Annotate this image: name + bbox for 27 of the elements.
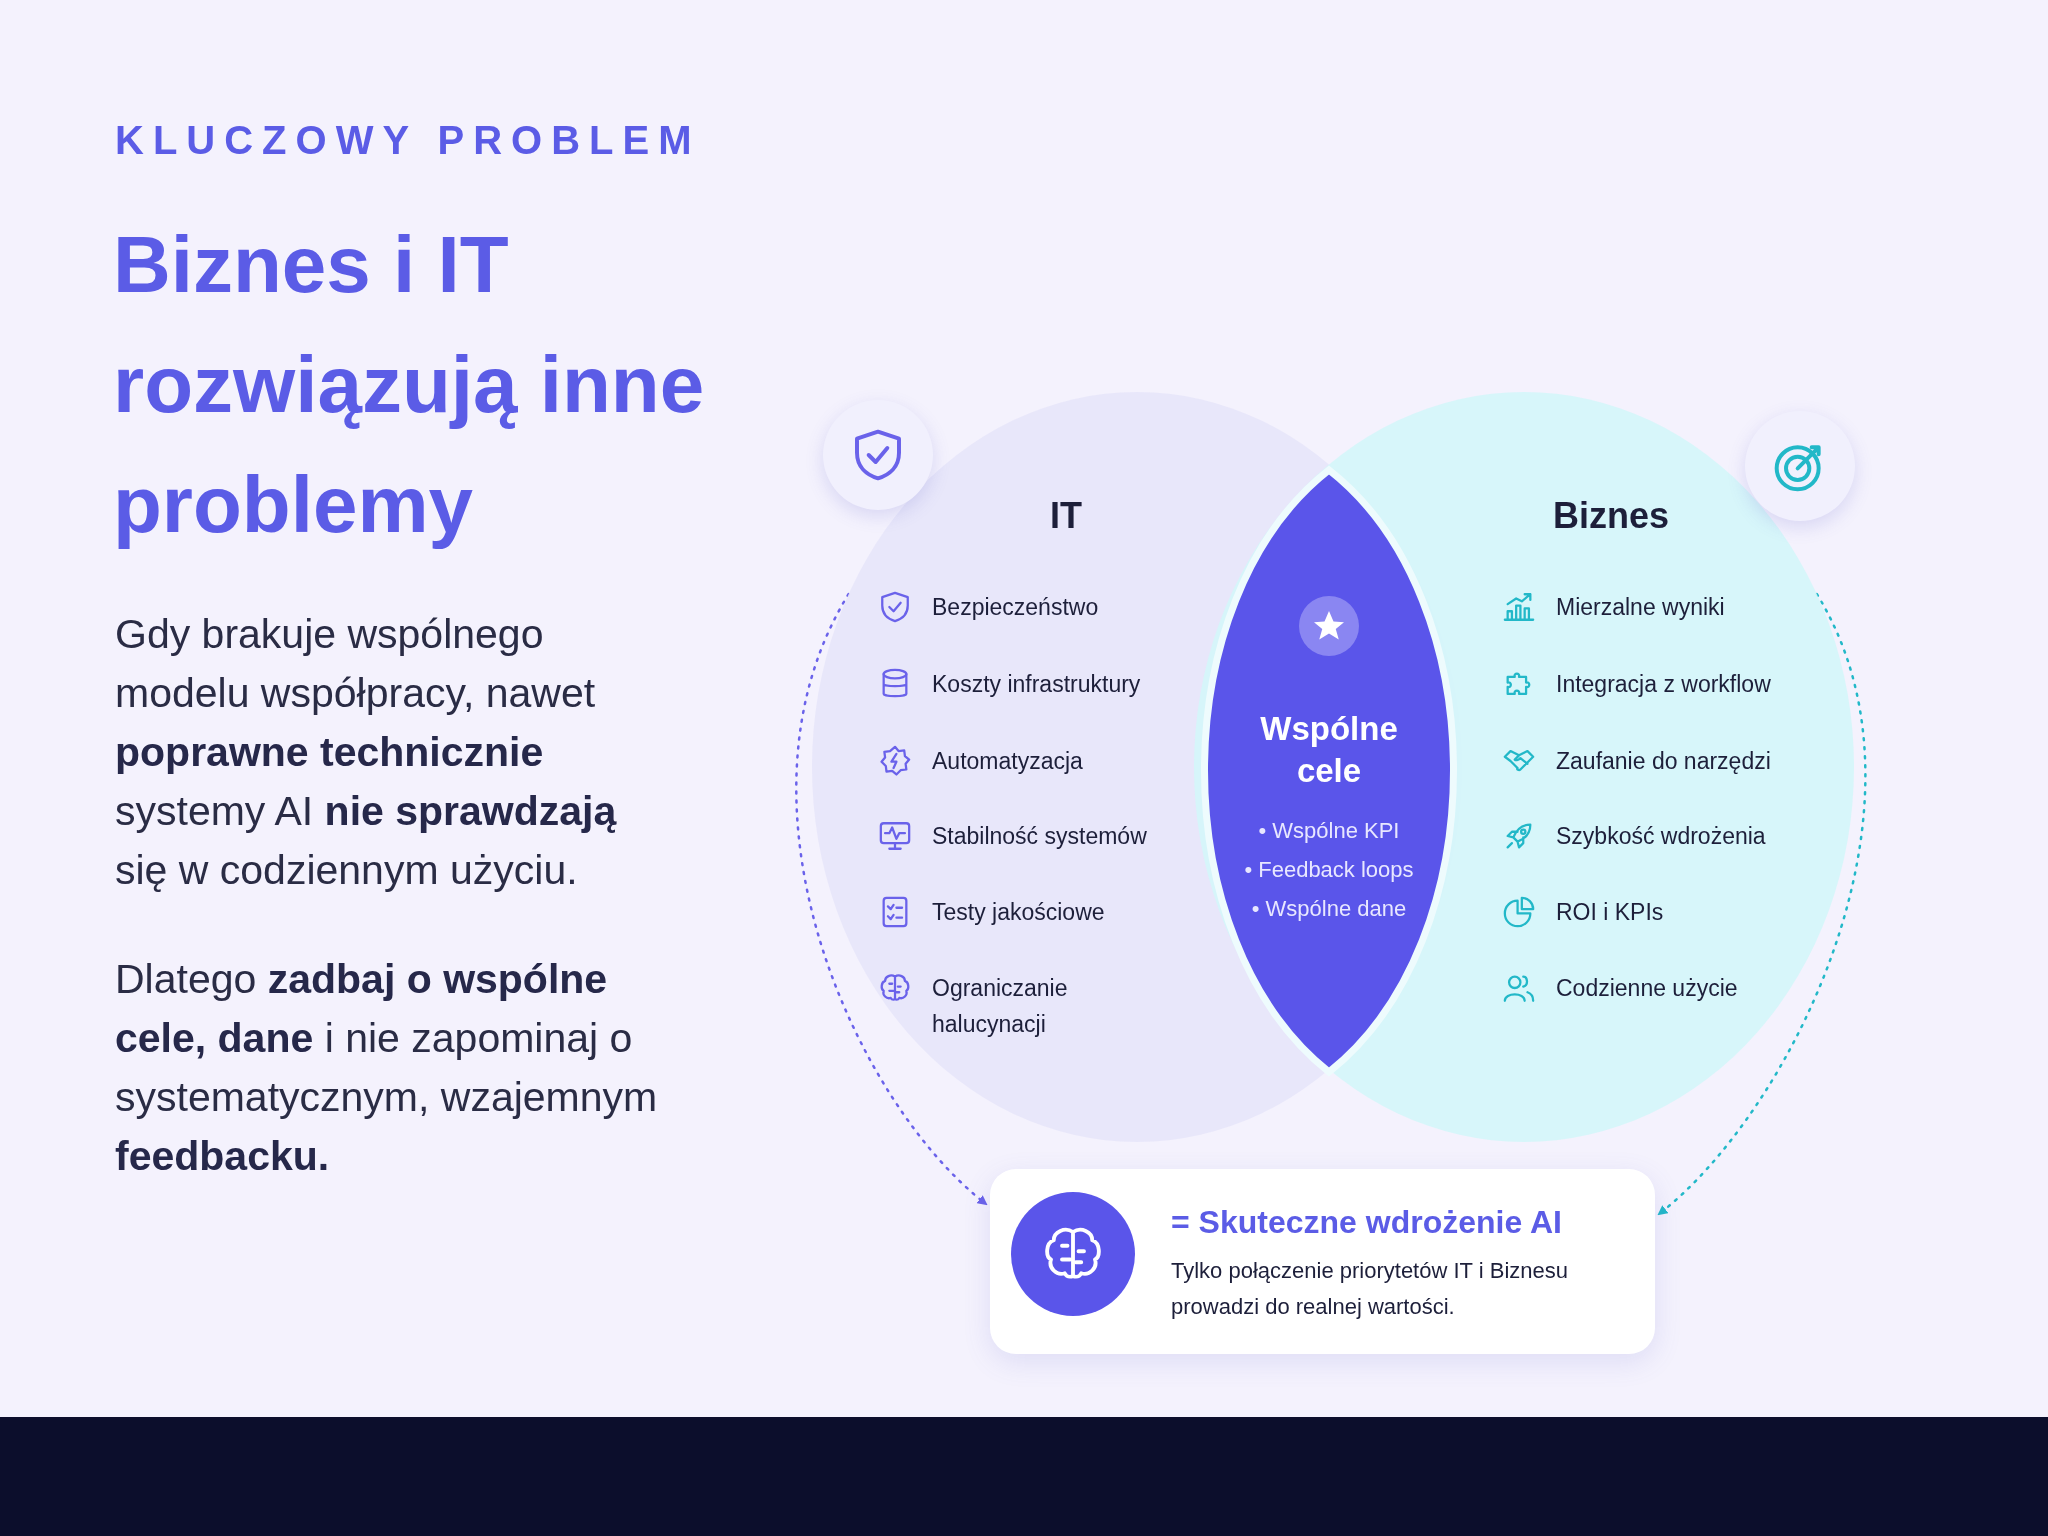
dotted-arrow	[795, 592, 988, 1206]
lens-heading: Wspólne cele	[1259, 709, 1399, 791]
item-label: Integracja z workflow	[1556, 670, 1772, 699]
circle-heading: IT	[1050, 495, 1082, 537]
item-label: Codzienne użycie	[1556, 974, 1739, 1003]
bullet-item: • Wspólne KPI	[1257, 818, 1401, 844]
item-label: Automatyzacja	[932, 747, 1084, 776]
item-label: Testy jakościowe	[932, 898, 1106, 927]
bullet-item: • Wspólne dane	[1250, 896, 1408, 922]
body-paragraph: Gdy brakuje wspólnego modelu współpracy, nawet poprawne technicznie systemy AI nie sprawdzają się w codziennym użyciu.	[115, 610, 618, 895]
result-text: Tylko połączenie priorytetów IT i Biznesu prowadzi do realnej wartości.	[1171, 1257, 1569, 1321]
section-kicker: KLUCZOWY PROBLEM	[115, 118, 701, 163]
result-card	[990, 1169, 1655, 1354]
dotted-arrow	[1657, 592, 1867, 1216]
item-label: Zaufanie do narzędzi	[1556, 747, 1772, 776]
item-label: Ograniczanie halucynacji	[932, 974, 1069, 1039]
result-heading: = Skuteczne wdrożenie AI	[1171, 1204, 1562, 1241]
bullet-item: • Feedback loops	[1243, 857, 1415, 883]
item-label: Koszty infrastruktury	[932, 670, 1142, 699]
item-label: Mierzalne wyniki	[1556, 593, 1726, 622]
body-paragraph: Dlatego zadbaj o wspólne cele, dane i nie zapominaj o systematycznym, wzajemnym feedbacku.	[115, 955, 659, 1181]
circle-heading: Biznes	[1553, 495, 1670, 537]
item-label: Stabilność systemów	[932, 822, 1148, 851]
item-label: Szybkość wdrożenia	[1556, 822, 1767, 851]
page-title: Biznes i IT rozwiązują inne problemy	[113, 219, 706, 551]
item-label: ROI i KPIs	[1556, 898, 1665, 927]
item-label: Bezpieczeństwo	[932, 593, 1100, 622]
